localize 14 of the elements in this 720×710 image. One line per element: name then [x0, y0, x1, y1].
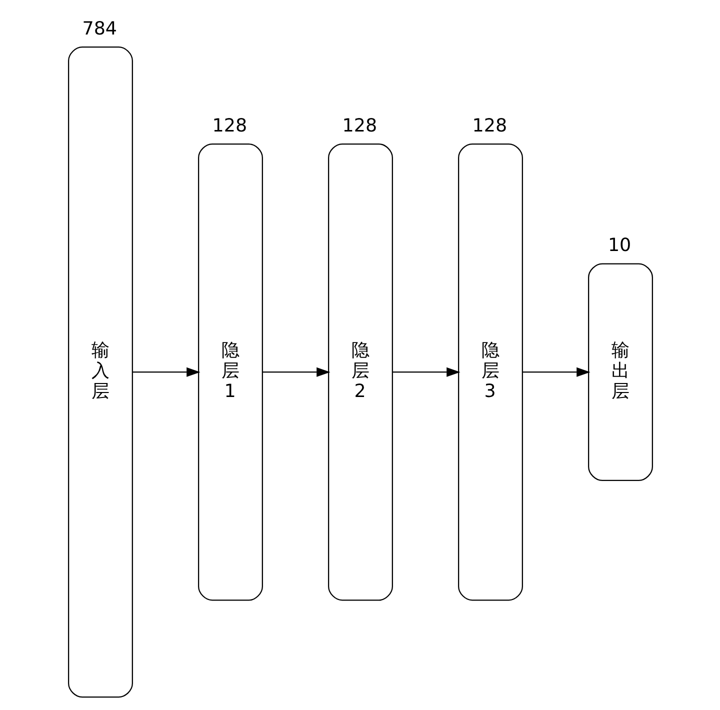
arrow [262, 367, 330, 377]
arrow [132, 367, 200, 377]
node-box: 隐层3 [458, 143, 522, 601]
node-box: 隐层1 [198, 143, 262, 601]
node-label: 128 [472, 115, 507, 136]
node-box: 输出层 [588, 263, 653, 481]
node-box: 隐层2 [328, 143, 392, 601]
node-label: 10 [607, 234, 631, 256]
arrow [522, 367, 590, 377]
node-box: 输入层 [68, 46, 132, 698]
node-label: 784 [82, 18, 117, 40]
node-label: 128 [342, 115, 377, 136]
node-label: 128 [212, 115, 247, 136]
arrow [392, 367, 460, 377]
